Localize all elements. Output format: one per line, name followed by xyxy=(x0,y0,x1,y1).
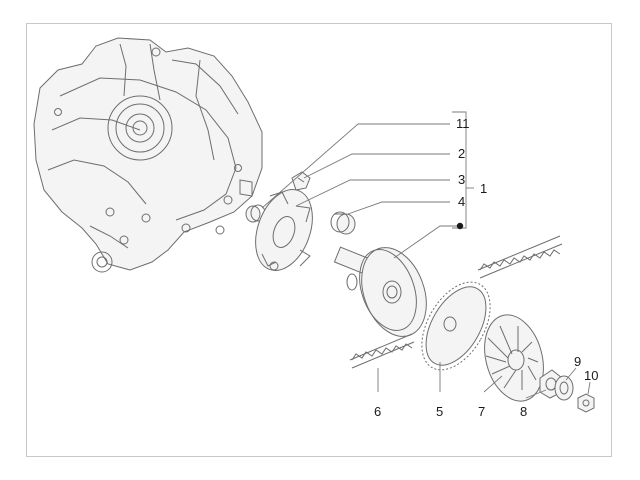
crankcase-housing xyxy=(33,37,263,273)
callout-9: 9 xyxy=(574,354,581,369)
part-2-slider xyxy=(291,171,311,191)
callout-10: 10 xyxy=(584,368,598,383)
diagram-frame xyxy=(26,23,612,457)
part-9-washer xyxy=(554,375,574,401)
part-6-drive-belt xyxy=(349,235,563,369)
part-7-fan-pulley xyxy=(484,314,544,402)
bullet-dot xyxy=(456,222,464,230)
callout-5: 5 xyxy=(436,404,443,419)
part-4-roller xyxy=(330,211,356,235)
callout-4: 4 xyxy=(458,194,465,209)
callout-6: 6 xyxy=(374,404,381,419)
part-5-ring-gear xyxy=(421,281,491,371)
part-11-bushing xyxy=(245,204,266,223)
callout-11: 11 xyxy=(456,116,470,131)
callout-1: 1 xyxy=(480,181,487,196)
callout-3: 3 xyxy=(458,172,465,187)
part-3-ramp-plate xyxy=(255,189,313,271)
leader-lines xyxy=(261,111,591,399)
part-5-drive-pulley xyxy=(333,246,427,337)
callout-7: 7 xyxy=(478,404,485,419)
callout-2: 2 xyxy=(458,146,465,161)
callout-8: 8 xyxy=(520,404,527,419)
part-10-nut xyxy=(577,393,595,413)
